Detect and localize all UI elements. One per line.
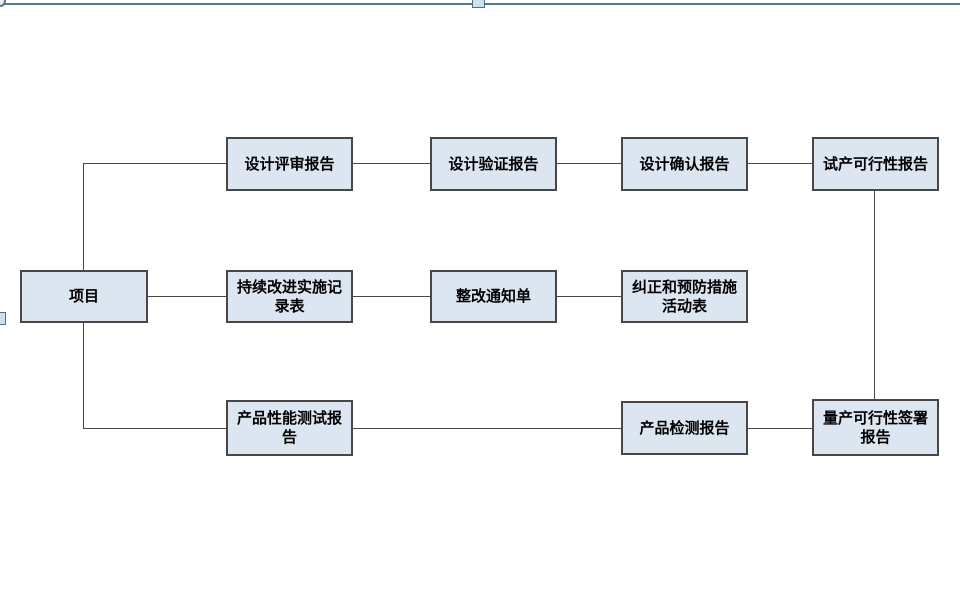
node-product-performance-test-report[interactable]: 产品性能测试报 告: [226, 400, 353, 456]
connector-project-to-row1: [83, 163, 84, 270]
canvas-resize-handle-top[interactable]: [472, 0, 485, 8]
node-rectification-notice[interactable]: 整改通知单: [430, 270, 557, 323]
connector-confirm-to-pilot: [748, 163, 812, 164]
canvas-resize-handle-left[interactable]: [0, 312, 6, 325]
node-design-verification-report[interactable]: 设计验证报告: [430, 137, 557, 191]
node-project[interactable]: 项目: [20, 270, 148, 323]
connector-improve-to-rectify: [353, 296, 430, 297]
node-design-confirmation-report[interactable]: 设计确认报告: [621, 137, 748, 191]
canvas-corner-handle-icon[interactable]: [0, 0, 6, 7]
node-product-inspection-report[interactable]: 产品检测报告: [621, 401, 748, 455]
connector-verify-to-confirm: [557, 163, 621, 164]
connector-trunk-to-perf-test: [83, 428, 226, 429]
connector-project-to-improve-record: [148, 296, 226, 297]
connector-inspection-to-mass-feasibility: [748, 428, 812, 429]
connector-trunk-to-design-review: [83, 163, 226, 164]
connector-rectify-to-corrective: [557, 296, 621, 297]
connector-design-review-to-verify: [353, 163, 430, 164]
connector-project-to-row3: [83, 323, 84, 428]
connector-pilot-to-mass-feasibility: [874, 191, 875, 399]
node-mass-production-feasibility-signed-report[interactable]: 量产可行性签署 报告: [812, 399, 939, 456]
node-corrective-preventive-actions-form[interactable]: 纠正和预防措施 活动表: [621, 270, 748, 323]
node-design-review-report[interactable]: 设计评审报告: [226, 137, 353, 191]
connector-perf-test-to-inspection: [353, 428, 621, 429]
node-pilot-production-feasibility-report[interactable]: 试产可行性报告: [812, 137, 939, 191]
node-continuous-improvement-record-form[interactable]: 持续改进实施记 录表: [226, 270, 353, 323]
